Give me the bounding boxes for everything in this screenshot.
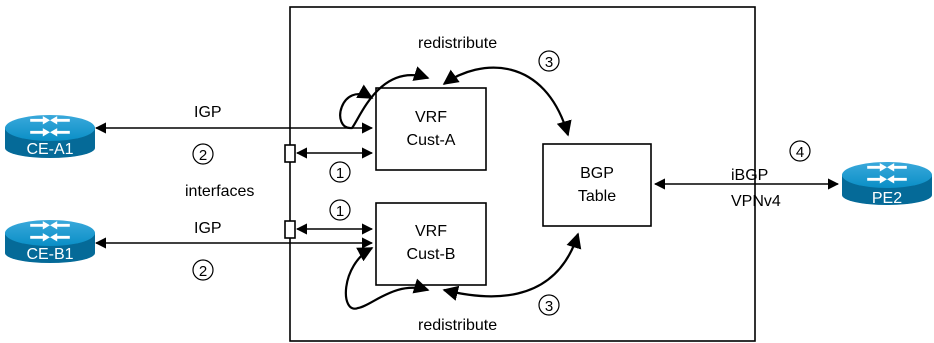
redistribute-loop-a (339, 66, 430, 130)
svg-text:1: 1 (336, 165, 344, 182)
redistribute-label-top: redistribute (418, 35, 497, 52)
step-3-bottom: 3 (538, 294, 560, 316)
router-label-ce-a1: CE-A1 (26, 141, 73, 158)
step-4: 4 (789, 140, 811, 162)
vpnv4-label: VPNv4 (731, 193, 781, 210)
vrf-a-line-2: Cust-A (407, 132, 456, 149)
svg-text:1: 1 (336, 203, 344, 220)
igp-label-a: IGP (194, 104, 222, 121)
redistribute-arc-b (442, 232, 582, 301)
step-1-b: 1 (329, 199, 351, 221)
step-2-a: 2 (192, 143, 214, 165)
interface-port-b (284, 220, 296, 239)
vrf-b-line-2: Cust-B (407, 246, 456, 263)
interfaces-label: interfaces (185, 183, 254, 200)
svg-text:2: 2 (199, 147, 207, 164)
step-3-top: 3 (538, 50, 560, 72)
svg-text:2: 2 (199, 263, 207, 280)
vrf-b-line-1: VRF (415, 223, 447, 240)
interface-port-a (284, 144, 296, 163)
igp-label-b: IGP (194, 220, 222, 237)
bgp-line-2: Table (578, 188, 616, 205)
svg-text:4: 4 (796, 144, 804, 161)
router-label-pe2: PE2 (872, 190, 902, 207)
step-2-b: 2 (192, 259, 214, 281)
router-label-ce-b1: CE-B1 (26, 246, 73, 263)
bgp-line-1: BGP (580, 165, 614, 182)
svg-text:3: 3 (545, 54, 553, 71)
pe-router-box (289, 6, 756, 342)
bgp-table-box: BGP Table (542, 143, 652, 227)
router-ce-b1: CE-B1 (5, 220, 95, 263)
step-1-a: 1 (329, 161, 351, 183)
ibgp-label: iBGP (731, 167, 768, 184)
svg-text:3: 3 (545, 298, 553, 315)
redistribute-loop-b (344, 247, 430, 310)
vrf-a-line-1: VRF (415, 109, 447, 126)
redistribute-arc-a (442, 66, 572, 137)
router-ce-a1: CE-A1 (5, 115, 95, 158)
vrf-cust-a-box: VRF Cust-A (375, 87, 487, 171)
vrf-cust-b-box: VRF Cust-B (375, 202, 487, 286)
router-pe2: PE2 (842, 162, 932, 207)
redistribute-label-bottom: redistribute (418, 317, 497, 334)
